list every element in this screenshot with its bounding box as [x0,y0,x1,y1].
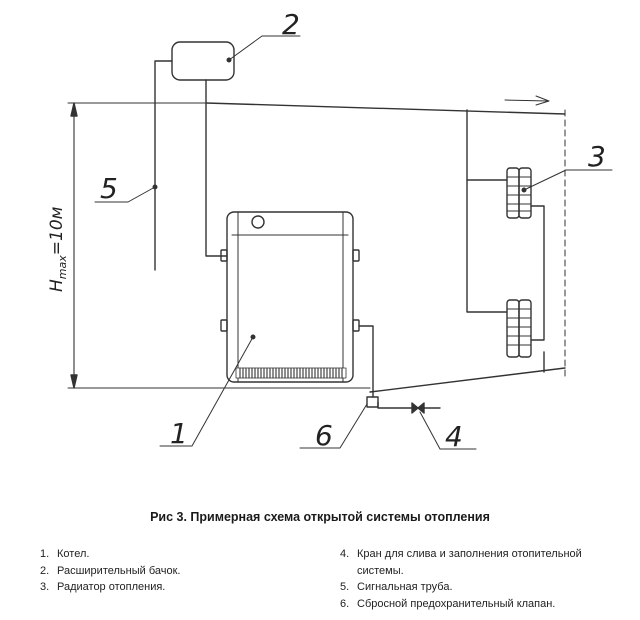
label-6: 6 [315,419,333,452]
drain-tap [411,402,441,414]
legend-text: Расширительный бачок. [57,564,181,577]
figure-caption: Рис 3. Примерная схема открытой системы … [150,510,490,524]
leader-3 [523,169,613,191]
height-label: Hmax=10м [47,206,69,292]
label-2: 2 [282,8,300,41]
legend-number: 4. [340,548,350,560]
radiator-upper [506,167,532,219]
legend-number: 5. [340,581,350,593]
legend-item: 4. Кран для слива и заполнения отопитель… [340,546,625,579]
label-3: 3 [588,140,606,173]
label-1: 1 [170,417,188,450]
leader-4 [419,411,477,450]
legend-right: 4. Кран для слива и заполнения отопитель… [340,546,625,612]
return-main [369,367,566,393]
legend-item: 2. Расширительный бачок. [40,563,290,580]
legend-number: 1. [40,548,50,560]
legend-text: Котел. [57,548,90,560]
legend-left: 1. Котел. 2. Расширительный бачок. 3. Ра… [40,546,290,596]
legend-item: 3. Радиатор отопления. [40,579,290,596]
leader-2 [228,35,301,61]
legend-text: Кран для слива и заполнения отопительной… [357,548,582,577]
leader-6 [299,403,368,449]
heating-system-diagram: 2 5 3 1 6 4 Hmax=10м [47,8,613,453]
legend-number: 3. [40,581,50,593]
leader-5 [94,186,156,203]
expansion-tank [171,41,235,81]
legend-item: 5. Сигнальная труба. [340,579,625,596]
legend-text: Радиатор отопления. [57,581,166,593]
label-5: 5 [100,172,118,205]
legend-text: Сигнальная труба. [357,581,453,593]
radiator-lower [506,299,532,358]
signal-pipe [154,60,173,271]
legend-number: 6. [340,597,350,610]
legend-item: 1. Котел. [40,546,290,563]
supply-main [205,102,566,115]
burner-grille [239,367,343,379]
legend-text: Сбросной предохранительный клапан. [357,597,556,610]
legend-number: 2. [40,564,50,577]
label-4: 4 [445,420,463,453]
leader-1 [159,336,254,447]
safety-valve [366,396,379,408]
legend-item: 6. Сбросной предохранительный клапан. [340,596,625,613]
